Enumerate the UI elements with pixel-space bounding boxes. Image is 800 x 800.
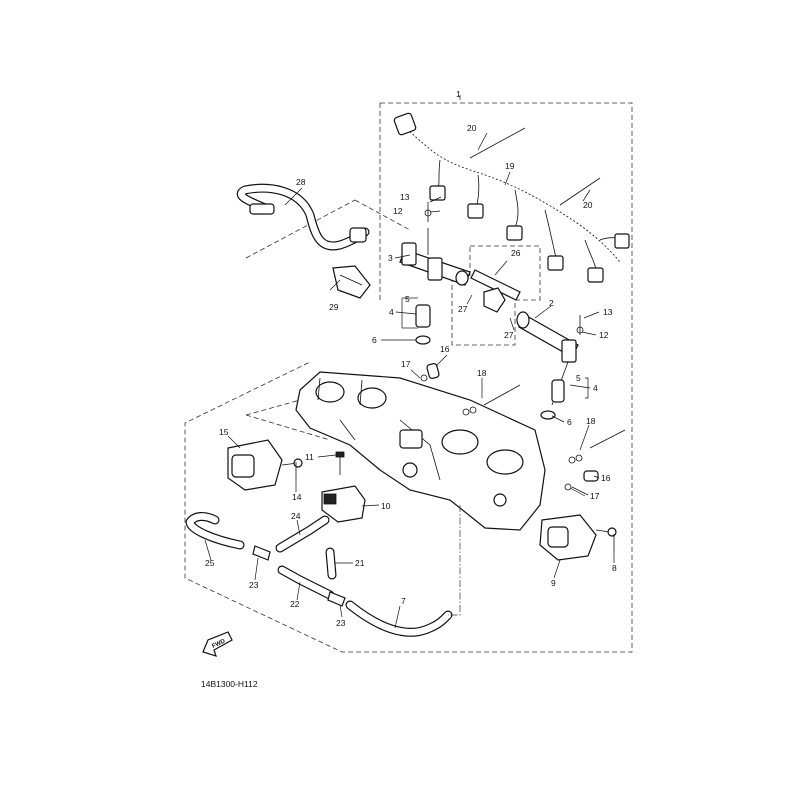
bolt-11 xyxy=(335,451,345,475)
callout-26: 26 xyxy=(511,248,521,258)
callout-6: 6 xyxy=(567,417,572,427)
clip xyxy=(332,265,371,299)
leader-lines xyxy=(204,132,615,629)
wiring-harness xyxy=(393,112,630,283)
callout-28: 28 xyxy=(296,177,306,187)
vacuum-hoses xyxy=(185,512,453,637)
callout-20: 20 xyxy=(467,123,477,133)
callout-3: 3 xyxy=(388,253,393,263)
sensor-10 xyxy=(321,485,366,523)
sensor-left xyxy=(227,439,303,491)
callout-21: 21 xyxy=(355,558,365,568)
callout-27: 27 xyxy=(504,330,514,340)
fuel-hose xyxy=(236,183,370,251)
callout-18: 18 xyxy=(477,368,487,378)
callout-11: 11 xyxy=(305,452,314,462)
diagram-code: 14B1300-H112 xyxy=(201,679,258,689)
callout-16: 16 xyxy=(440,344,450,354)
callout-18: 18 xyxy=(586,416,596,426)
callout-4: 4 xyxy=(389,307,394,317)
callout-23: 23 xyxy=(336,618,346,628)
callout-16: 16 xyxy=(601,473,611,483)
callout-12: 12 xyxy=(393,206,403,216)
callout-29: 29 xyxy=(329,302,339,312)
callout-8: 8 xyxy=(612,563,617,573)
callout-27: 27 xyxy=(458,304,468,314)
fuel-joint xyxy=(470,269,521,313)
fwd-label: FWD xyxy=(211,638,227,649)
callout-24: 24 xyxy=(291,511,301,521)
callout-20: 20 xyxy=(583,200,593,210)
callout-25: 25 xyxy=(205,558,215,568)
assembly-outline xyxy=(184,95,633,653)
callout-1: 1 xyxy=(456,89,461,99)
callout-23: 23 xyxy=(249,580,259,590)
callout-13: 13 xyxy=(603,307,613,317)
callout-2: 2 xyxy=(549,298,554,308)
callout-17: 17 xyxy=(401,359,411,369)
callout-15: 15 xyxy=(219,427,229,437)
small-parts xyxy=(295,202,626,552)
sensor-right xyxy=(539,514,617,561)
callout-6: 6 xyxy=(372,335,377,345)
callout-22: 22 xyxy=(290,599,300,609)
callout-14: 14 xyxy=(292,492,302,502)
fwd-arrow-icon: FWD xyxy=(202,631,233,657)
callout-13: 13 xyxy=(400,192,410,202)
centerline xyxy=(448,505,461,616)
callout-9: 9 xyxy=(551,578,556,588)
fuel-rail-right xyxy=(516,311,579,420)
throttle-body xyxy=(295,371,546,531)
callout-7: 7 xyxy=(401,596,406,606)
callout-10: 10 xyxy=(381,501,391,511)
callout-4: 4 xyxy=(593,383,598,393)
callout-5: 5 xyxy=(576,373,581,383)
callout-5: 5 xyxy=(405,294,410,304)
callout-12: 12 xyxy=(599,330,609,340)
fuel-rail-left xyxy=(399,228,471,345)
callout-19: 19 xyxy=(505,161,515,171)
callout-17: 17 xyxy=(590,491,600,501)
callouts: 1 2 3 4 4 5 5 6 6 7 8 9 10 11 12 12 13 1… xyxy=(205,89,617,628)
